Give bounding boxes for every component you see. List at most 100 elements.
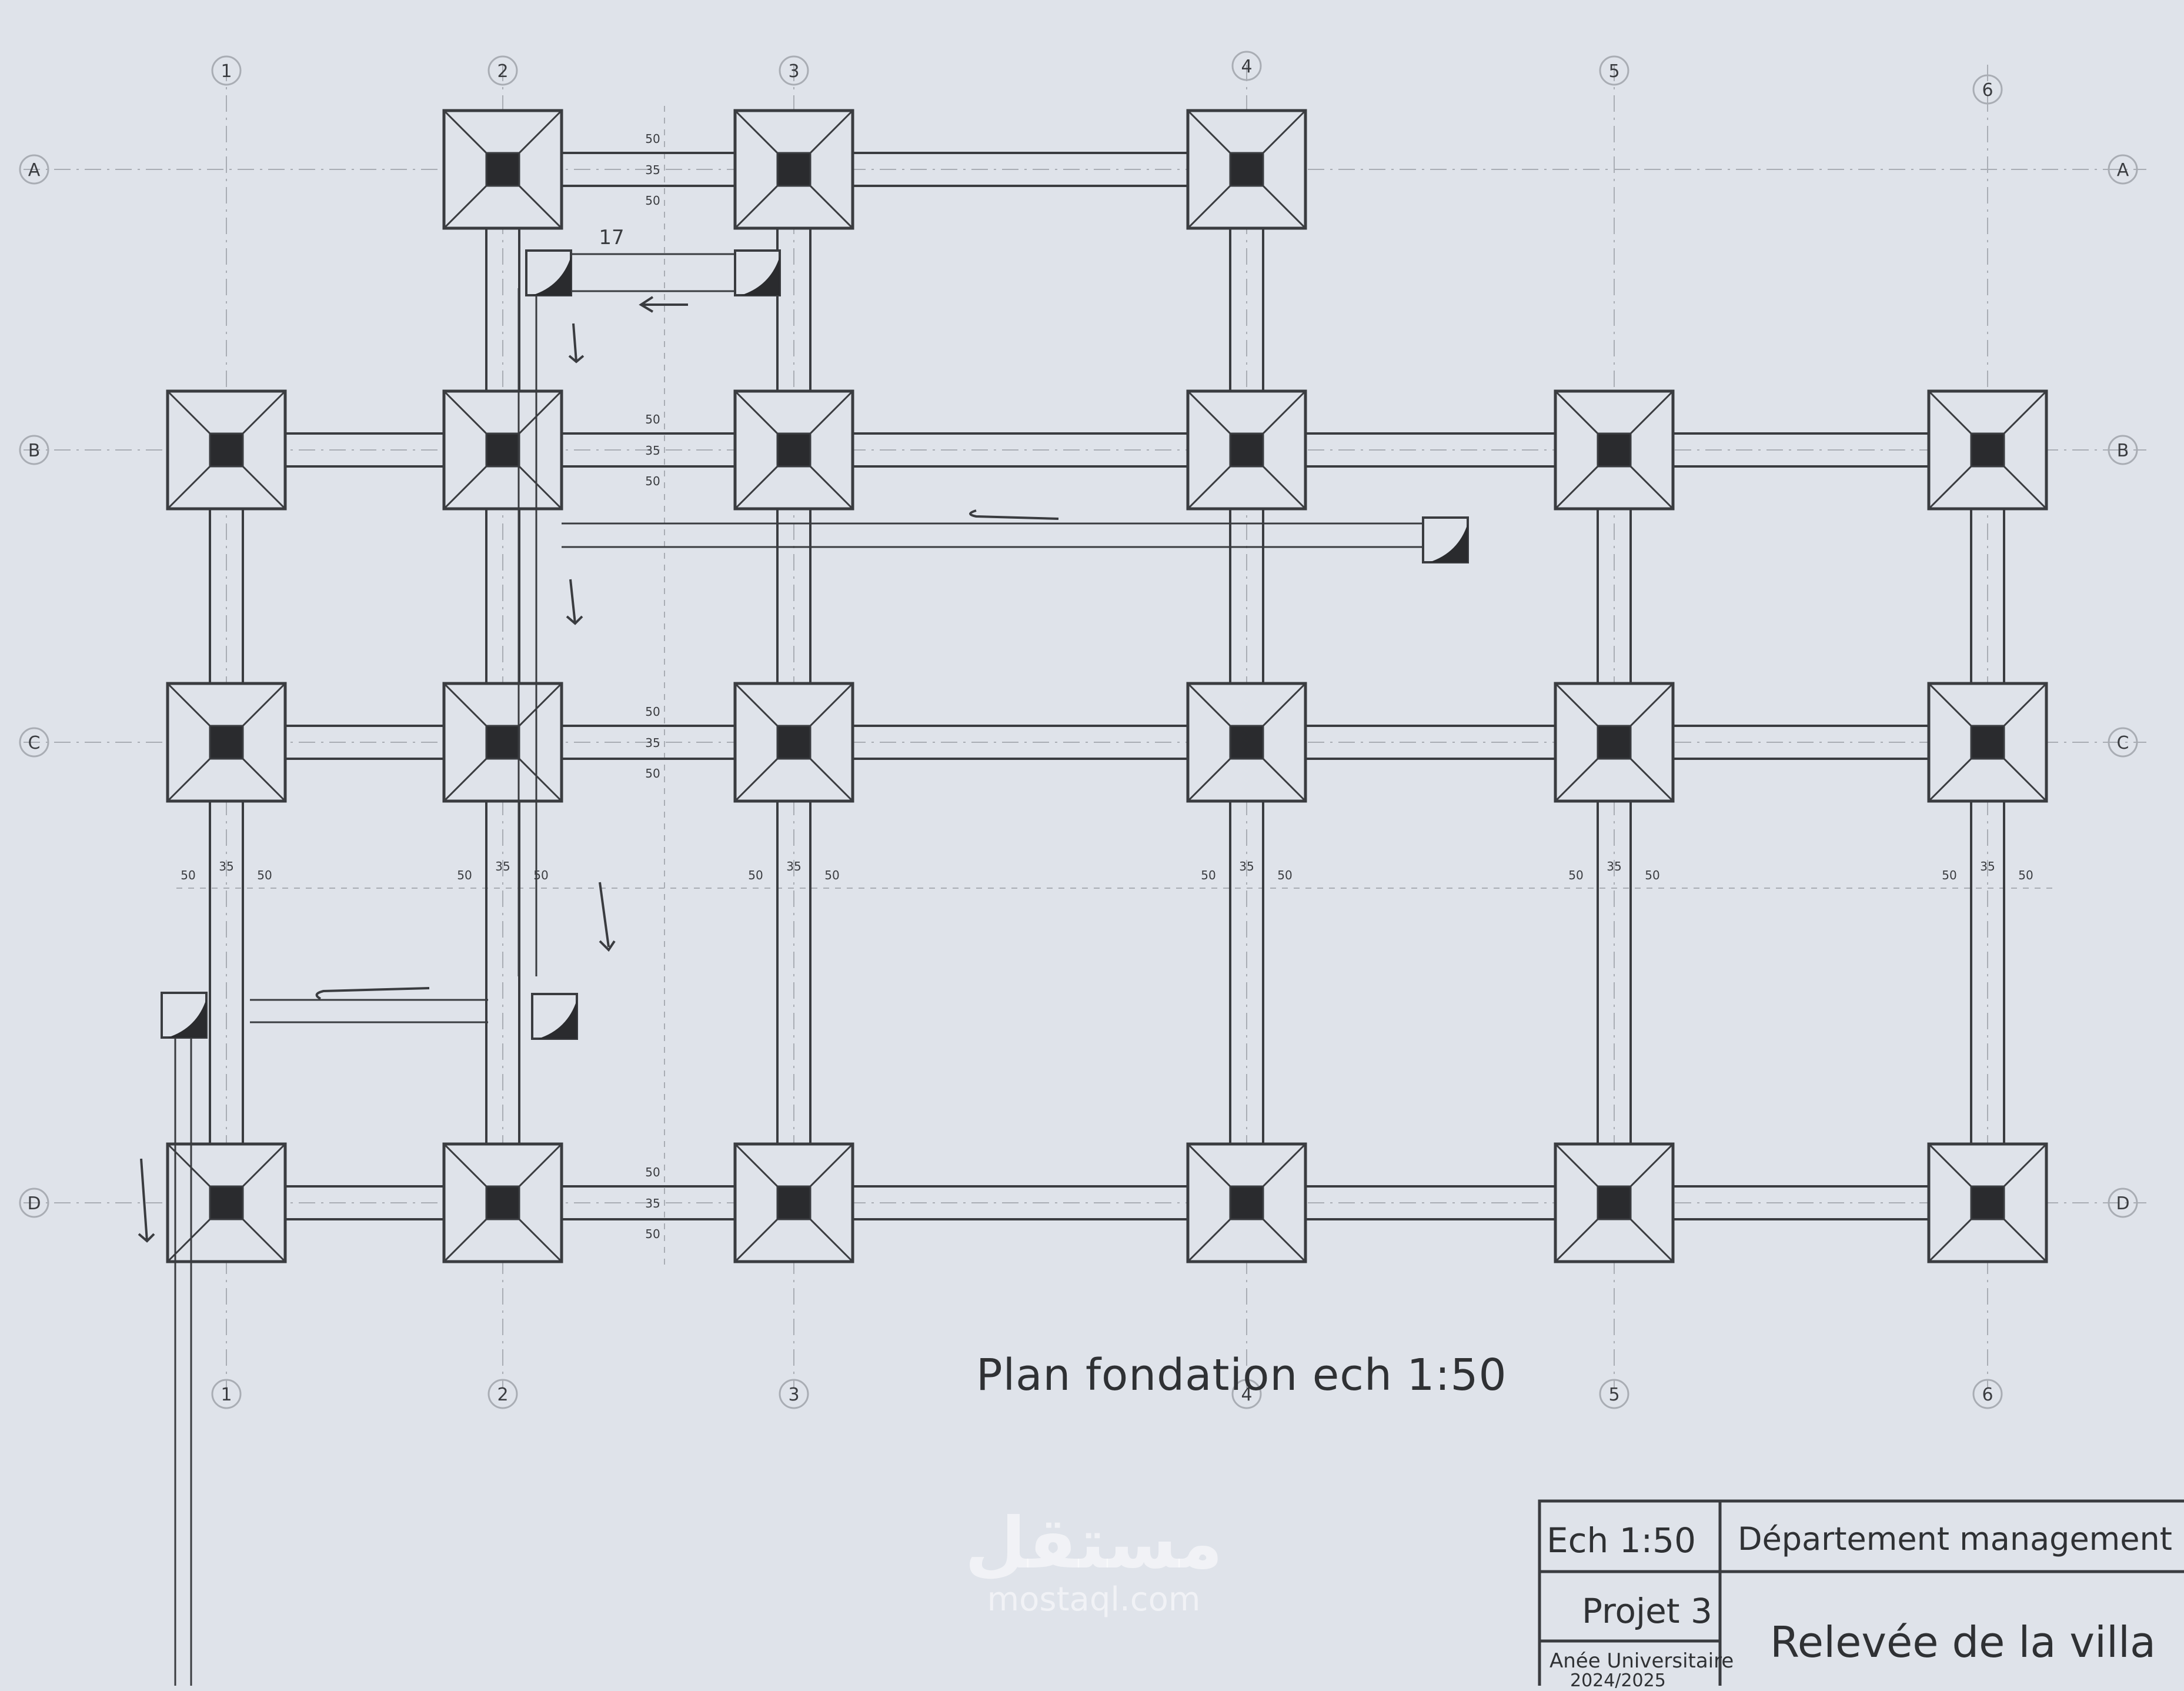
title-block-department: Département management de projet: [1738, 1520, 2182, 1557]
footing-3A-column: [776, 152, 812, 187]
watermark: مستقل mostaql.com: [953, 1506, 1235, 1617]
row-label-right-B: B: [2117, 441, 2129, 461]
column-bubble-top-3: [779, 55, 809, 86]
dim-h-1-c: 50: [533, 868, 548, 882]
dim-h-0-b: 35: [219, 859, 233, 873]
dim-v-2-a: 50: [645, 412, 660, 426]
dim-h-3-c: 50: [1277, 868, 1292, 882]
footing-1C-column: [209, 725, 244, 760]
inspection-chamber-5-fill: [538, 1000, 577, 1039]
column-label-top-3: 3: [788, 61, 799, 82]
row-label-left-D: D: [27, 1193, 41, 1214]
footing-2D-column: [485, 1185, 520, 1220]
column-label-top-6: 6: [1982, 80, 1993, 101]
column-bubble-bottom-1: [211, 1379, 242, 1409]
title-block-year-label: Anée Universitaire: [1549, 1649, 1734, 1673]
flow-arrow-5: [599, 882, 616, 952]
row-bubble-left-A: [19, 154, 49, 185]
inspection-chamber-4-fill: [168, 999, 206, 1038]
flow-arrow-2: [568, 323, 585, 363]
footing-1D-column: [209, 1185, 244, 1220]
title-block-year: 2024/2025: [1570, 1670, 1666, 1691]
footing-3B-column: [776, 432, 812, 468]
title-block-frame: [1538, 1499, 2184, 1686]
footing-6D-column: [1970, 1185, 2005, 1220]
footing-4C-column: [1229, 725, 1264, 760]
footing-5C-column: [1597, 725, 1632, 760]
footing-3D-column: [776, 1185, 812, 1220]
dim-h-0-a: 50: [181, 868, 195, 882]
row-bubble-left-B: [19, 435, 49, 465]
inspection-chamber-3-fill: [1429, 523, 1468, 562]
dim-h-4-c: 50: [1645, 868, 1659, 882]
row-label-right-C: C: [2117, 733, 2129, 753]
column-bubble-top-1: [211, 55, 242, 86]
flow-arrow-6: [315, 987, 430, 1000]
watermark-site: mostaql.com: [987, 1580, 1201, 1619]
row-bubble-right-B: [2108, 435, 2138, 465]
inspection-chamber-1-fill: [532, 256, 571, 295]
column-label-bottom-6: 6: [1982, 1385, 1993, 1405]
row-bubble-right-D: [2108, 1188, 2138, 1218]
footing-4A-column: [1229, 152, 1264, 187]
column-bubble-bottom-5: [1599, 1379, 1629, 1409]
flow-arrow-4: [566, 579, 583, 625]
column-label-top-5: 5: [1608, 61, 1619, 82]
column-bubble-top-4: [1231, 51, 1262, 81]
column-label-top-1: 1: [221, 61, 232, 82]
column-bubble-top-5: [1599, 55, 1629, 86]
dim-v-0-a: 50: [645, 705, 660, 719]
column-label-bottom-2: 2: [497, 1385, 508, 1405]
footing-2C-column: [485, 725, 520, 760]
dim-v-0-c: 50: [645, 766, 660, 781]
footing-3C-column: [776, 725, 812, 760]
footing-6C-column: [1970, 725, 2005, 760]
dim-v-3-b: 35: [645, 163, 660, 177]
footing-2A-column: [485, 152, 520, 187]
flow-arrow-3: [969, 509, 1059, 520]
dim-h-0-c: 50: [257, 868, 272, 882]
column-bubble-bottom-2: [487, 1379, 518, 1409]
dim-h-2-c: 50: [824, 868, 839, 882]
row-label-left-C: C: [28, 733, 41, 753]
column-label-bottom-1: 1: [221, 1385, 232, 1405]
dim-v-1-a: 50: [645, 1165, 660, 1179]
drawing-title: Plan fondation ech 1:50: [976, 1350, 1507, 1400]
footing-1B-column: [209, 432, 244, 468]
row-label-right-D: D: [2116, 1193, 2129, 1214]
row-bubble-right-A: [2108, 154, 2138, 185]
inspection-chamber-2-fill: [741, 256, 780, 295]
watermark-brand: مستقل: [964, 1503, 1223, 1585]
column-label-bottom-4: 4: [1241, 1385, 1252, 1405]
column-bubble-top-2: [487, 55, 518, 86]
row-bubble-left-C: [19, 727, 49, 758]
title-block-project: Projet 3: [1582, 1591, 1712, 1631]
column-bubble-bottom-6: [1972, 1379, 2003, 1409]
dim-h-3-a: 50: [1201, 868, 1215, 882]
dim-h-3-b: 35: [1239, 859, 1254, 873]
dim-h-4-a: 50: [1568, 868, 1583, 882]
row-bubble-right-C: [2108, 727, 2138, 758]
column-bubble-bottom-3: [779, 1379, 809, 1409]
column-label-bottom-5: 5: [1608, 1385, 1619, 1405]
footing-2B-column: [485, 432, 520, 468]
dim-h-2-b: 35: [786, 859, 801, 873]
footing-6B-column: [1970, 432, 2005, 468]
footing-4B-column: [1229, 432, 1264, 468]
dim-h-5-b: 35: [1980, 859, 1995, 873]
row-label-left-B: B: [28, 441, 41, 461]
note-17: 17: [599, 226, 624, 249]
dim-h-2-a: 50: [748, 868, 763, 882]
column-label-top-2: 2: [497, 61, 508, 82]
dim-v-2-b: 35: [645, 443, 660, 458]
dim-v-3-a: 50: [645, 132, 660, 146]
dim-v-0-b: 35: [645, 736, 660, 750]
dim-h-1-a: 50: [457, 868, 472, 882]
title-block-scale: Ech 1:50: [1547, 1520, 1696, 1560]
column-label-top-4: 4: [1241, 56, 1252, 77]
dim-v-1-c: 50: [645, 1227, 660, 1241]
dim-h-4-b: 35: [1607, 859, 1621, 873]
dim-v-1-b: 35: [645, 1196, 660, 1210]
